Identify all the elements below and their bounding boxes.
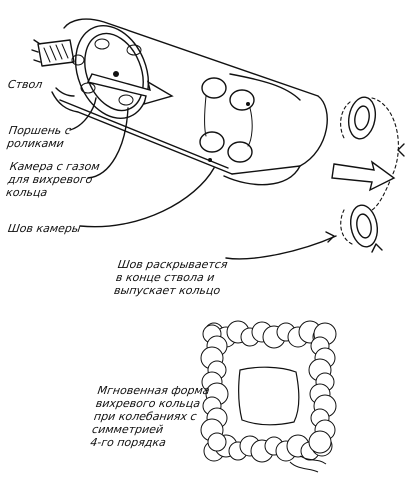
vortex-ring-icon bbox=[340, 96, 405, 253]
piston-rod bbox=[31, 39, 75, 67]
release-arrow bbox=[331, 160, 396, 192]
chamber-seam-label: Шов камеры bbox=[7, 222, 82, 235]
piston-label: Поршень с роликами bbox=[6, 124, 72, 150]
square-cloud-ring-icon bbox=[200, 320, 337, 473]
gas-chamber-label: Камера с газом для вихревого кольца bbox=[5, 160, 101, 199]
piston-disc bbox=[71, 25, 149, 119]
seam-opens-label: Шов раскрывается в конце ствола и выпуск… bbox=[113, 258, 229, 297]
barrel-tube bbox=[51, 18, 328, 175]
instant-shape-label: Мгновенная форма вихревого кольца при ко… bbox=[89, 384, 211, 449]
leader-lines bbox=[55, 87, 337, 260]
barrel-label: Ствол bbox=[7, 78, 44, 91]
gas-chamber bbox=[199, 73, 301, 186]
motion-arrow bbox=[86, 73, 174, 106]
